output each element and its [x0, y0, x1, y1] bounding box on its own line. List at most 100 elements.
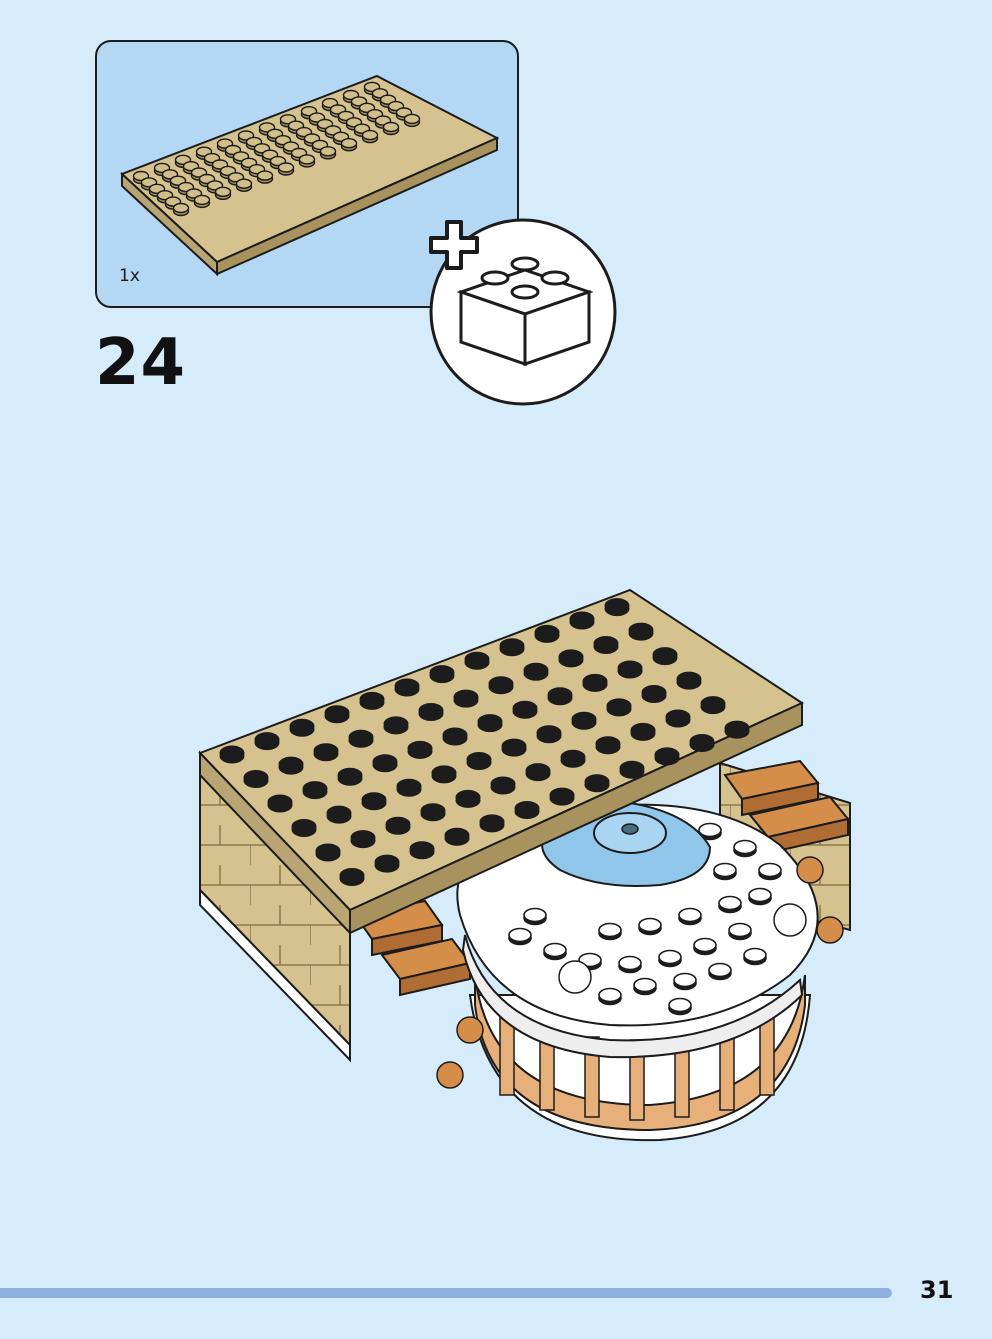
tan-plate-icon: [120, 74, 500, 277]
stud-top: [479, 814, 505, 830]
stud-top: [298, 154, 316, 165]
stud-top: [324, 705, 350, 721]
stud-top: [407, 740, 433, 756]
stud-top: [172, 202, 190, 214]
stud-top: [420, 803, 446, 819]
stud-top: [477, 714, 503, 730]
page-number: 31: [920, 1276, 954, 1304]
platform-stud-top: [543, 942, 567, 958]
stud-top: [584, 774, 610, 790]
stud-top: [534, 624, 560, 640]
stud-top: [326, 805, 352, 821]
stud-top: [689, 734, 715, 749]
platform-stud-top: [693, 937, 717, 953]
stud-top: [359, 691, 385, 707]
building-assembly-illustration: [198, 588, 851, 1142]
stud-top: [193, 194, 211, 206]
stud-top: [278, 756, 304, 772]
stud-top: [267, 794, 293, 810]
platform-stud-top: [673, 972, 697, 988]
stud-top: [558, 649, 584, 665]
stud-top: [429, 665, 455, 681]
stud-top: [394, 678, 420, 694]
stud-top: [348, 729, 374, 745]
stud-top: [219, 745, 245, 761]
platform-stud-top: [598, 922, 622, 938]
platform-stud-top: [508, 927, 532, 943]
stud-top: [383, 716, 409, 732]
platform-stud-top: [633, 977, 657, 993]
stud-top: [361, 129, 379, 141]
stud-top: [361, 792, 387, 808]
platform-stud-top: [638, 917, 662, 933]
stud-top: [350, 830, 376, 846]
stud-top: [385, 816, 411, 832]
platform-stud-top: [743, 947, 767, 963]
stud-top: [291, 819, 317, 834]
stud-top: [302, 781, 328, 797]
stud-top: [243, 770, 269, 785]
stud-top: [372, 754, 398, 770]
stud-top: [593, 636, 619, 651]
stud-top: [256, 170, 274, 181]
stud-top: [340, 137, 358, 149]
stud-top: [619, 760, 645, 776]
stud-top: [536, 725, 562, 741]
platform-stud-top: [618, 955, 642, 971]
stud-top: [382, 121, 400, 133]
stud-top: [595, 736, 621, 752]
stud-top: [289, 718, 315, 734]
platform-stud-top: [668, 997, 692, 1013]
stud-top: [490, 776, 516, 792]
stud-top: [409, 841, 435, 857]
stud-top: [453, 689, 479, 705]
stud-top: [582, 673, 608, 689]
stud-top: [606, 698, 632, 714]
stud-top: [235, 178, 253, 189]
stud-top: [499, 638, 525, 654]
platform-stud-top: [733, 839, 757, 855]
stud-top: [214, 186, 232, 198]
stud-top: [652, 647, 678, 663]
stud-top: [549, 787, 575, 803]
platform-stud-top: [718, 895, 742, 911]
platform-stud-top: [713, 862, 737, 878]
stud-top: [431, 765, 457, 781]
stud-top: [571, 711, 597, 727]
stud-top: [512, 700, 538, 716]
platform-stud-top: [698, 822, 722, 838]
stud-top: [488, 676, 514, 692]
stud-top: [547, 687, 573, 703]
stud-top: [313, 743, 339, 759]
stud-top: [455, 789, 481, 805]
stud-top: [418, 703, 444, 718]
platform-stud-top: [678, 907, 702, 923]
parts-callout: 1x: [95, 40, 519, 308]
part-quantity: 1x: [119, 266, 140, 286]
platform-stud-top: [728, 922, 752, 938]
stud-top: [501, 738, 527, 754]
platform-stud-top: [758, 862, 782, 878]
platform-stud-top: [658, 949, 682, 965]
stud-top: [724, 720, 750, 736]
stud-top: [665, 709, 691, 725]
stud-top: [466, 752, 492, 767]
stud-top: [254, 732, 280, 748]
stud-top: [628, 622, 654, 638]
stud-top: [339, 868, 365, 883]
stud-top: [464, 651, 490, 667]
progress-bar: [0, 1288, 892, 1298]
stud-top: [617, 660, 643, 676]
platform-stud-top: [523, 907, 547, 923]
stud-top: [337, 767, 363, 783]
stud-top: [442, 727, 468, 743]
stud-top: [630, 722, 656, 738]
stud-top: [403, 113, 421, 125]
platform-stud-top: [598, 987, 622, 1003]
stud-top: [676, 671, 702, 687]
stud-top: [315, 843, 341, 859]
stud-top: [319, 146, 337, 157]
stud-top: [444, 827, 470, 843]
stud-top: [569, 611, 595, 627]
stud-top: [374, 854, 400, 870]
